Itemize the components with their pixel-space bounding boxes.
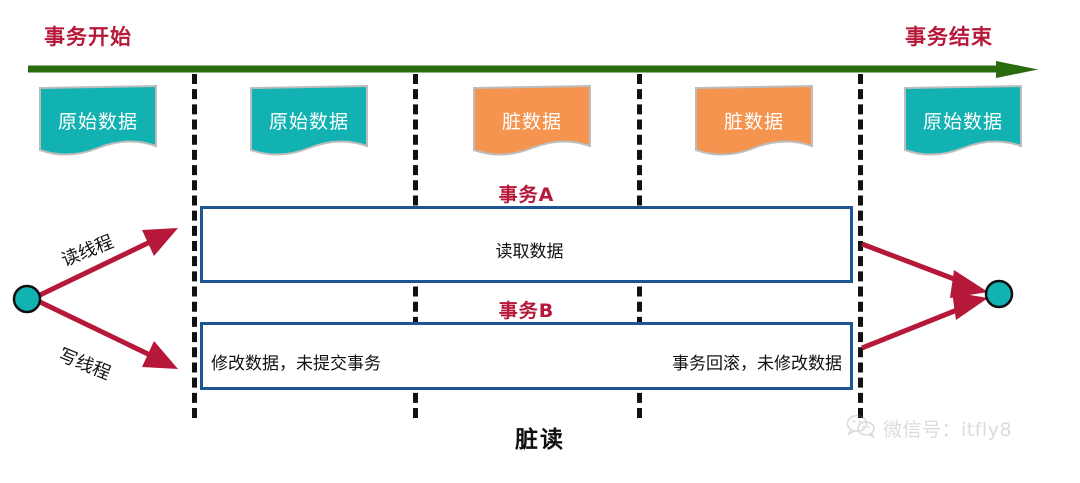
data-card-1: 原始数据 bbox=[247, 84, 371, 166]
transaction-b-cell-1: 事务回滚，未修改数据 bbox=[672, 354, 842, 374]
diagram-caption: 脏读 bbox=[515, 427, 565, 453]
data-card-label-2: 脏数据 bbox=[501, 110, 562, 133]
transaction-a-cell-0: 读取数据 bbox=[495, 242, 564, 262]
data-card-2: 脏数据 bbox=[470, 84, 594, 166]
watermark-text: 微信号：itfly8 bbox=[883, 418, 1013, 441]
data-card-3: 脏数据 bbox=[692, 84, 816, 166]
transaction-b-cell-0: 修改数据，未提交事务 bbox=[211, 354, 381, 374]
thread-fanout-left bbox=[0, 180, 220, 380]
transaction-b-title: 事务B bbox=[498, 300, 555, 322]
data-card-label-3: 脏数据 bbox=[723, 110, 784, 133]
transaction-a-title: 事务A bbox=[498, 184, 555, 206]
data-card-label-0: 原始数据 bbox=[57, 110, 138, 133]
transaction-b-box: 修改数据，未提交事务 事务回滚，未修改数据 bbox=[200, 322, 853, 390]
thread-fanin-right bbox=[850, 220, 1080, 351]
watermark: 微信号：itfly8 bbox=[846, 414, 1012, 442]
data-card-label-4: 原始数据 bbox=[922, 110, 1003, 133]
data-card-label-1: 原始数据 bbox=[268, 110, 349, 133]
data-card-4: 原始数据 bbox=[901, 84, 1025, 166]
divider-line-1 bbox=[192, 74, 197, 418]
timeline-start-label: 事务开始 bbox=[44, 25, 132, 49]
transaction-a-box: 读取数据 bbox=[200, 206, 853, 283]
timeline-axis bbox=[28, 61, 1038, 81]
wechat-icon bbox=[846, 414, 876, 442]
timeline-end-label: 事务结束 bbox=[905, 25, 993, 49]
data-card-0: 原始数据 bbox=[36, 84, 160, 166]
divider-line-4 bbox=[858, 74, 863, 418]
